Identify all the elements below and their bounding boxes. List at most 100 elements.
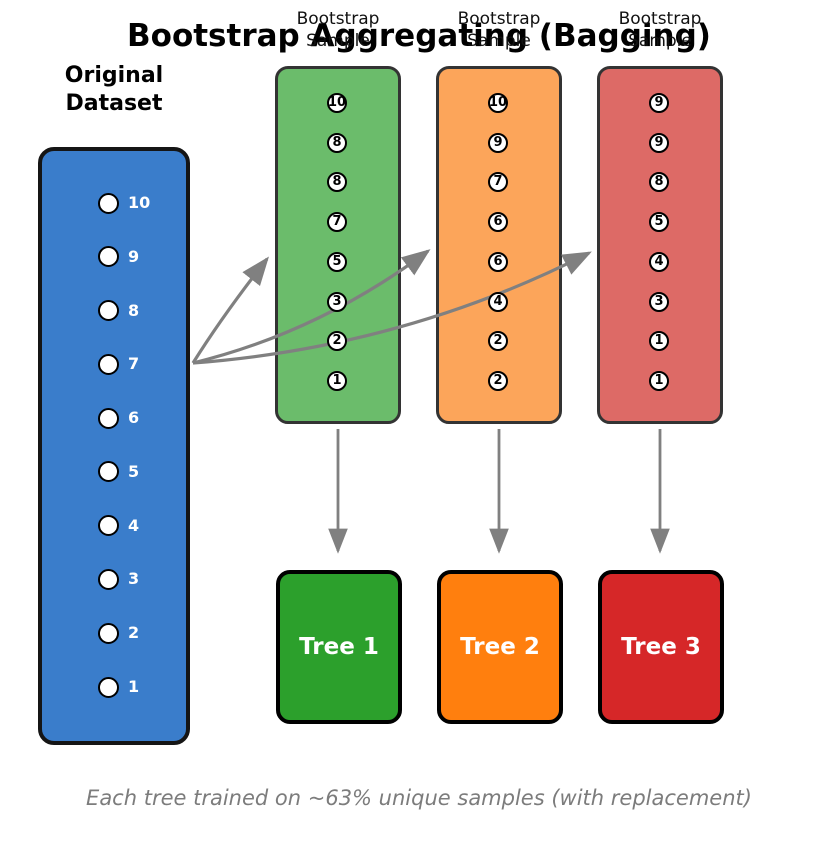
sample-point-number: 6 bbox=[493, 214, 503, 230]
sample-point-number: 3 bbox=[654, 293, 664, 309]
sample2-header-line2: Sample bbox=[467, 31, 531, 51]
sample2-header: Bootstrap Sample bbox=[419, 8, 579, 52]
diagram-title: Bootstrap Aggregating (Bagging) bbox=[127, 18, 711, 54]
original-dataset-points: 10 9 8 7 6 5 4 3 2 1 bbox=[38, 147, 190, 745]
data-point-circle bbox=[98, 353, 119, 375]
sample1-header-line2: Sample bbox=[306, 31, 370, 51]
sample-point-number: 2 bbox=[493, 333, 503, 349]
sample-point-circle bbox=[327, 212, 347, 233]
sample-point: 3 bbox=[649, 291, 669, 312]
sample-point-circle bbox=[488, 370, 508, 391]
dataset-point: 9 bbox=[98, 246, 139, 268]
sample-point-number: 1 bbox=[654, 333, 664, 349]
sample3-header-line2: Sample bbox=[628, 31, 692, 51]
tree2-box: Tree 2 bbox=[437, 570, 563, 724]
sample-point: 4 bbox=[649, 251, 669, 272]
sample-point: 5 bbox=[327, 251, 347, 272]
sample-point-circle bbox=[649, 251, 669, 272]
data-point-circle bbox=[98, 515, 119, 537]
sample-point-number: 10 bbox=[327, 95, 347, 110]
caption-text: Each tree trained on ~63% unique samples… bbox=[86, 786, 752, 810]
sample3-points: 9 9 8 5 4 3 1 1 bbox=[597, 66, 723, 424]
dataset-point: 2 bbox=[98, 622, 139, 644]
sample-point: 4 bbox=[488, 291, 508, 312]
data-point-circle bbox=[98, 568, 119, 590]
sample-point-circle bbox=[649, 291, 669, 312]
sample-point: 5 bbox=[649, 212, 669, 233]
sample3-box bbox=[597, 66, 723, 424]
tree1-box: Tree 1 bbox=[276, 570, 402, 724]
sample3-header: Bootstrap Sample bbox=[580, 8, 740, 52]
dataset-point: 10 bbox=[98, 192, 150, 214]
sample-point-number: 9 bbox=[654, 134, 664, 150]
data-point-circle bbox=[98, 676, 119, 698]
data-point-number: 4 bbox=[128, 515, 140, 535]
sample-point-number: 1 bbox=[332, 372, 342, 388]
sample-point-number: 7 bbox=[332, 214, 342, 230]
sample-point-circle bbox=[649, 370, 669, 391]
sample-point: 3 bbox=[327, 291, 347, 312]
sample-point-number: 5 bbox=[654, 214, 664, 230]
sample-point-number: 5 bbox=[332, 253, 342, 269]
sample1-points: 10 8 8 7 5 3 2 1 bbox=[275, 66, 401, 424]
data-point-number: 2 bbox=[128, 623, 140, 643]
sample-point-number: 4 bbox=[654, 253, 664, 269]
sample-point-circle bbox=[649, 331, 669, 352]
data-point-number: 9 bbox=[128, 246, 140, 266]
original-dataset-label-line1: Original bbox=[64, 63, 164, 88]
sample-point-circle bbox=[488, 93, 508, 113]
data-point-number: 8 bbox=[128, 300, 140, 320]
sample-point: 1 bbox=[327, 370, 347, 391]
sample-point-number: 2 bbox=[493, 372, 503, 388]
sample-point-number: 1 bbox=[654, 372, 664, 388]
sample-point-circle bbox=[649, 132, 669, 153]
data-point-circle bbox=[98, 622, 119, 644]
sample-point: 10 bbox=[488, 93, 508, 113]
sample-point-number: 6 bbox=[493, 253, 503, 269]
sample-point: 8 bbox=[327, 132, 347, 153]
sample-point-circle bbox=[649, 212, 669, 233]
sample-point: 1 bbox=[649, 370, 669, 391]
dataset-point: 6 bbox=[98, 407, 139, 429]
dataset-point: 4 bbox=[98, 515, 139, 537]
original-dataset-label-line2: Dataset bbox=[65, 91, 163, 116]
sample1-header-line1: Bootstrap bbox=[296, 9, 380, 29]
sample-point: 9 bbox=[649, 93, 669, 113]
data-point-number: 7 bbox=[128, 354, 140, 374]
dataset-point: 7 bbox=[98, 353, 139, 375]
sample-point-circle bbox=[327, 172, 347, 193]
sample-point: 8 bbox=[649, 172, 669, 193]
data-point-circle bbox=[98, 192, 119, 214]
dataset-point: 3 bbox=[98, 568, 139, 590]
sample-point-circle bbox=[327, 93, 347, 113]
data-point-number: 10 bbox=[128, 193, 151, 212]
sample-point-circle bbox=[488, 172, 508, 193]
data-point-circle bbox=[98, 461, 119, 483]
sample-point: 7 bbox=[327, 212, 347, 233]
tree3-box: Tree 3 bbox=[598, 570, 724, 724]
sample-point-number: 8 bbox=[332, 174, 342, 190]
sample-point: 10 bbox=[327, 93, 347, 113]
sample-point-circle bbox=[327, 132, 347, 153]
arrow-original-to-sample1 bbox=[191, 256, 269, 364]
sample-point: 1 bbox=[649, 331, 669, 352]
dataset-point: 8 bbox=[98, 300, 139, 322]
sample-point-circle bbox=[488, 132, 508, 153]
tree2-label: Tree 2 bbox=[460, 634, 540, 660]
sample-point-number: 2 bbox=[332, 333, 342, 349]
sample-point-number: 8 bbox=[332, 134, 342, 150]
sample-point-number: 4 bbox=[493, 293, 503, 309]
data-point-circle bbox=[98, 300, 119, 322]
dataset-point: 1 bbox=[98, 676, 139, 698]
data-point-circle bbox=[98, 246, 119, 268]
dataset-point: 5 bbox=[98, 461, 139, 483]
sample-point: 6 bbox=[488, 251, 508, 272]
sample2-header-line1: Bootstrap bbox=[457, 9, 541, 29]
sample-point: 2 bbox=[327, 331, 347, 352]
sample3-header-line1: Bootstrap bbox=[618, 9, 702, 29]
sample-point: 2 bbox=[488, 331, 508, 352]
sample-point: 8 bbox=[327, 172, 347, 193]
data-point-circle bbox=[98, 407, 119, 429]
sample-point: 9 bbox=[649, 132, 669, 153]
